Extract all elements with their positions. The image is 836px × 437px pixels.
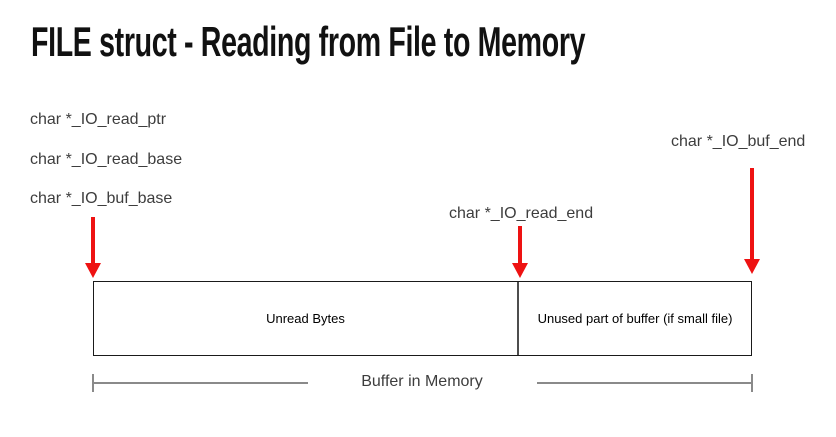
bracket-right-line	[537, 382, 751, 384]
bracket-left-line	[93, 382, 308, 384]
unused-buffer-label: Unused part of buffer (if small file)	[537, 311, 733, 326]
buffer-rectangle: Unread Bytes Unused part of buffer (if s…	[93, 281, 752, 356]
bracket-right-tick	[751, 374, 753, 392]
arrow-shaft	[91, 217, 95, 264]
buf-base-down-arrow-icon	[85, 217, 101, 278]
label-io-buf-end: char *_IO_buf_end	[671, 133, 806, 150]
arrow-head	[512, 263, 528, 278]
arrow-shaft	[518, 226, 522, 264]
buf-end-down-arrow-icon	[744, 168, 760, 274]
unread-bytes-label: Unread Bytes	[266, 311, 345, 326]
label-io-read-base: char *_IO_read_base	[30, 151, 183, 168]
diagram-title: FILE struct - Reading from File to Memor…	[31, 18, 586, 65]
buffer-in-memory-caption: Buffer in Memory	[361, 373, 483, 390]
arrow-head	[85, 263, 101, 278]
label-io-read-ptr: char *_IO_read_ptr	[30, 111, 167, 128]
unread-bytes-segment: Unread Bytes	[94, 282, 519, 355]
unused-buffer-segment: Unused part of buffer (if small file)	[519, 282, 751, 355]
label-io-buf-base: char *_IO_buf_base	[30, 190, 173, 207]
arrow-shaft	[750, 168, 754, 260]
arrow-head	[744, 259, 760, 274]
read-end-down-arrow-icon	[512, 226, 528, 278]
label-io-read-end: char *_IO_read_end	[449, 205, 594, 222]
